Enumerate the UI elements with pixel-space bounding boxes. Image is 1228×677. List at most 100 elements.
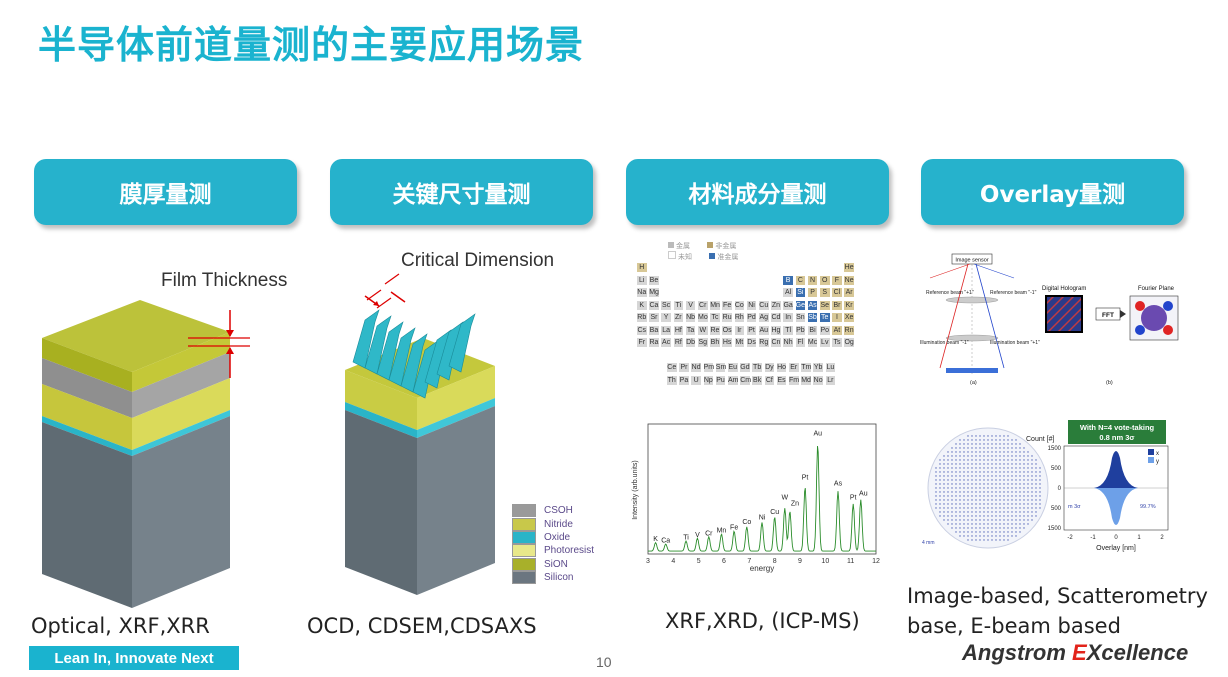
element-cell: Ir [733, 324, 746, 336]
page-title: 半导体前道量测的主要应用场景 [38, 23, 585, 67]
element-cell: Os [721, 324, 733, 336]
svg-text:Image sensor: Image sensor [955, 258, 988, 264]
xrf-peak-label: Fe [730, 525, 738, 532]
element-cell: Db [684, 337, 697, 348]
xrf-peak-label: Zn [791, 500, 799, 507]
element-cell: Ni [745, 299, 758, 311]
element-cell: Ac [660, 337, 672, 348]
element-cell: Th [666, 374, 678, 386]
element-cell: Si [794, 287, 807, 298]
svg-text:Reference beam "-1": Reference beam "-1" [990, 290, 1037, 296]
svg-text:(b): (b) [1106, 380, 1113, 386]
element-cell: I [831, 312, 843, 323]
element-cell: Es [775, 374, 788, 386]
vote-ytick: 1500 [1048, 446, 1062, 452]
element-cell: Bh [709, 337, 721, 348]
ptable-legend: 金属 非金属 未知 准金属 [668, 241, 738, 262]
xrf-xtick: 3 [646, 558, 650, 565]
critical-dimension-label: Critical Dimension [401, 250, 555, 271]
element-cell: Rh [733, 312, 746, 323]
element-cell: As [806, 299, 819, 311]
svg-text:99.7%: 99.7% [1140, 504, 1156, 510]
xrf-peak-label: K [653, 536, 658, 543]
xrf-peak-label: Ca [661, 538, 670, 545]
pill-overlay: Overlay量测 [921, 159, 1184, 225]
element-cell: Mg [648, 287, 660, 298]
element-cell: Sc [660, 299, 672, 311]
svg-text:4 mm: 4 mm [922, 540, 935, 546]
slogan-banner: Lean In, Innovate Next [29, 646, 239, 670]
overlay-methods-caption-line2: base, E-beam based [907, 614, 1121, 638]
legend-item: Oxide [512, 530, 604, 544]
element-cell: Ta [684, 324, 697, 336]
element-cell: Sr [648, 312, 660, 323]
layer-legend: CSOH Nitride Oxide Photoresist SiON Sili… [512, 504, 604, 585]
vote-ytick: 500 [1051, 506, 1062, 512]
element-cell: Ga [782, 299, 794, 311]
element-cell: Ho [775, 362, 788, 373]
legend-item: Silicon [512, 571, 604, 585]
pill-film-thickness: 膜厚量测 [34, 159, 297, 225]
xrf-peak-label: Au [859, 490, 868, 497]
element-cell: Au [758, 324, 770, 336]
element-cell: Mo [697, 312, 709, 323]
xrf-peak-label: As [834, 480, 843, 487]
element-cell: Ts [831, 337, 843, 348]
element-cell: Rb [636, 312, 648, 323]
element-cell: Nd [690, 362, 702, 373]
legend-item: Photoresist [512, 544, 604, 558]
element-cell: Tm [800, 362, 812, 373]
element-cell: Na [636, 287, 648, 298]
element-cell: Hf [672, 324, 685, 336]
element-cell: Cm [739, 374, 752, 386]
legend-item: SiON [512, 557, 604, 571]
element-cell: He [843, 262, 855, 273]
element-cell: Ds [745, 337, 758, 348]
element-cell: Ru [721, 312, 733, 323]
element-cell: Te [819, 312, 831, 323]
element-cell: Mt [733, 337, 746, 348]
element-cell: Fr [636, 337, 648, 348]
vote-ytick: 500 [1051, 466, 1062, 472]
element-cell: Co [733, 299, 746, 311]
svg-text:Count [#]: Count [#] [1026, 436, 1054, 443]
page-number: 10 [596, 654, 612, 670]
hologram-diagram: Image sensor Reference beam "+1" Referen… [920, 253, 1179, 386]
element-cell: Er [788, 362, 800, 373]
vote-xtick: -1 [1090, 535, 1096, 541]
svg-text:(a): (a) [970, 380, 977, 386]
element-cell: Br [831, 299, 843, 311]
element-cell: Ne [843, 274, 855, 286]
element-cell: K [636, 299, 648, 311]
element-cell: Mn [709, 299, 721, 311]
svg-text:x: x [1156, 451, 1159, 457]
element-cell: Ce [666, 362, 678, 373]
element-cell: Sg [697, 337, 709, 348]
element-cell: Mc [806, 337, 819, 348]
element-cell: Sb [806, 312, 819, 323]
element-cell: Ge [794, 299, 807, 311]
pill-critical-dimension: 关键尺寸量测 [330, 159, 593, 225]
xrf-xtick: 7 [747, 558, 751, 565]
svg-text:m 3σ: m 3σ [1068, 504, 1081, 510]
svg-text:Illumination beam "+1": Illumination beam "+1" [990, 340, 1040, 346]
element-cell: Cu [758, 299, 770, 311]
film-methods-caption: Optical, XRF,XRR [31, 614, 210, 638]
element-cell: Re [709, 324, 721, 336]
element-cell: Fe [721, 299, 733, 311]
vote-xtick: 1 [1137, 535, 1141, 541]
element-cell: Pr [678, 362, 690, 373]
element-cell: Pm [702, 362, 715, 373]
svg-text:With N=4 vote-taking: With N=4 vote-taking [1080, 423, 1155, 432]
xrf-ylabel: Intensity (arb.units) [632, 460, 639, 520]
element-cell: Lv [819, 337, 831, 348]
element-cell: Al [782, 287, 794, 298]
element-cell: Se [819, 299, 831, 311]
element-cell: Lu [824, 362, 837, 373]
element-cell: Cd [770, 312, 782, 323]
element-cell: Nh [782, 337, 794, 348]
film-stack-illustration [42, 300, 250, 608]
element-cell: Tl [782, 324, 794, 336]
xrf-peak-label: Cu [770, 509, 779, 516]
element-cell: Lr [824, 374, 837, 386]
